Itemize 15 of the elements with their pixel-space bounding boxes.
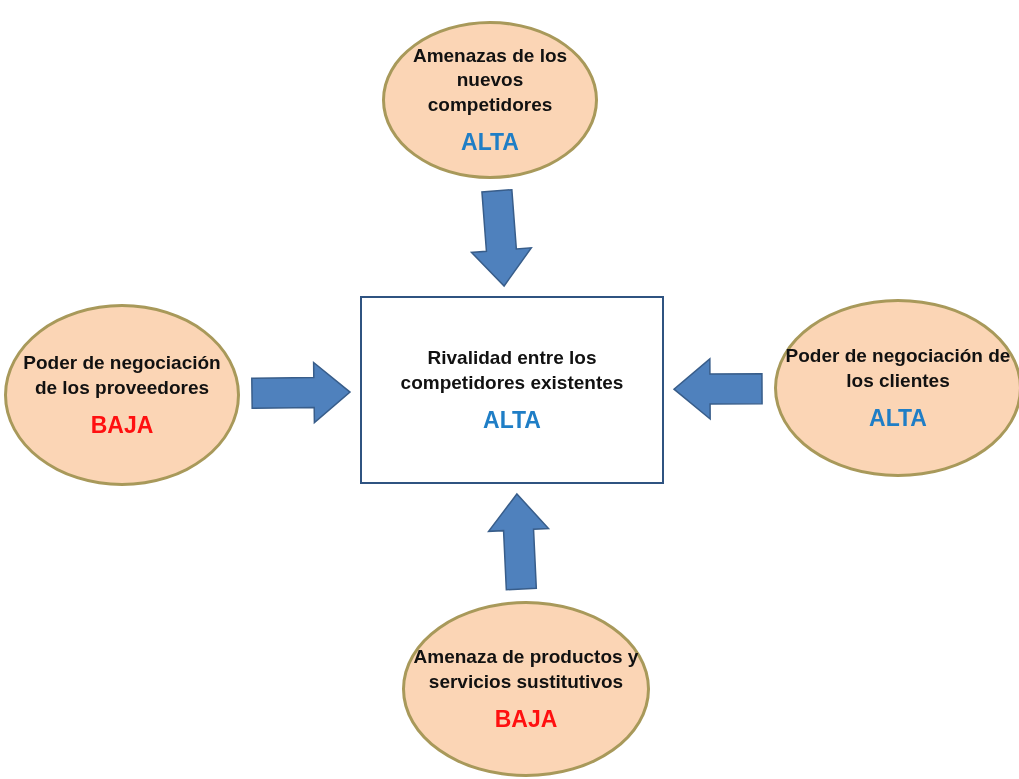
block-arrow xyxy=(672,357,763,421)
rating-label: ALTA xyxy=(869,404,927,432)
rating-label: BAJA xyxy=(494,705,558,733)
block-arrow xyxy=(487,492,551,591)
rivalry-box xyxy=(360,296,664,484)
force-label: Amenazas de los nuevos competidores xyxy=(411,44,569,117)
rating-label: ALTA xyxy=(483,406,541,434)
force-label: Rivalidad entre los competidores existentes xyxy=(399,346,625,395)
force-label: Poder de negociación de los proveedores xyxy=(22,351,222,400)
rating-label: ALTA xyxy=(461,128,519,156)
block-arrow xyxy=(469,188,533,288)
rating-label: BAJA xyxy=(90,411,154,439)
force-label: Amenaza de productos y servicios sustitutivos xyxy=(412,645,640,694)
block-arrow xyxy=(251,360,352,425)
force-label: Poder de negociación de los clientes xyxy=(785,344,1011,393)
